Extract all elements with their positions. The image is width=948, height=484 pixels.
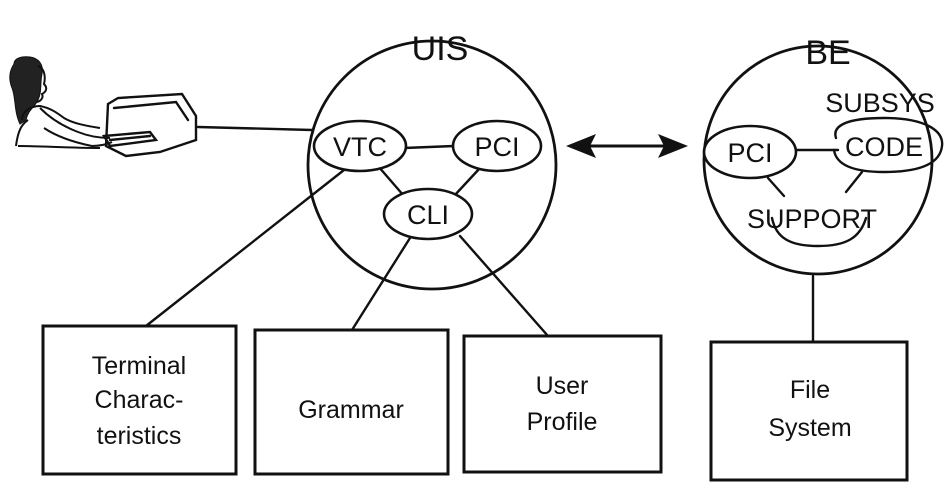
- terminal-characteristics-box: Terminal Charac- teristics: [41, 324, 238, 476]
- be-pci-support-link: [766, 176, 786, 198]
- arrowhead-right: [658, 134, 688, 158]
- file-system-label-line1: File: [790, 376, 830, 404]
- pci-cli-link: [452, 166, 482, 198]
- terminal-characteristics-rect: [41, 324, 238, 476]
- subsys-code-node: [832, 116, 944, 174]
- terminal-device: [101, 92, 198, 158]
- vtc-to-terminal-line: [144, 168, 346, 328]
- grammar-label: Grammar: [298, 396, 404, 424]
- terminal-to-vtc-line: [196, 125, 314, 132]
- arrowhead-left: [566, 134, 596, 158]
- be-circle: [702, 44, 934, 276]
- subsys-code-label-line1: SUBSYS: [825, 88, 935, 118]
- code-support-link: [844, 170, 864, 194]
- file-system-label-line2: System: [768, 414, 851, 442]
- terminal-label-line1: Terminal: [92, 352, 186, 380]
- uis-title: UIS: [412, 30, 469, 68]
- user-at-terminal-illustration: [9, 56, 198, 158]
- uis-pci-node: [451, 119, 543, 173]
- uis-pci-label: PCI: [474, 132, 519, 162]
- be-title: BE: [805, 34, 850, 72]
- vtc-label: VTC: [333, 132, 387, 162]
- grammar-box: Grammar: [253, 328, 450, 476]
- vtc-node: [312, 119, 408, 173]
- cli-to-grammar-line: [350, 236, 412, 332]
- be-pci-label: PCI: [727, 138, 772, 168]
- user-profile-label-line2: Profile: [527, 408, 598, 436]
- terminal-label-line3: teristics: [97, 422, 182, 450]
- user-profile-box: User Profile: [462, 334, 663, 474]
- be-pci-node: [702, 124, 798, 180]
- vtc-pci-link: [402, 144, 456, 150]
- grammar-rect: [253, 328, 450, 476]
- user-figure: [9, 56, 113, 149]
- cli-to-user-profile-line: [458, 234, 550, 338]
- cli-label: CLI: [407, 200, 449, 230]
- support-node: [770, 216, 868, 248]
- uis-circle: [306, 39, 558, 291]
- support-label: SUPPORT: [747, 204, 877, 234]
- terminal-label-line2: Charac-: [95, 386, 184, 414]
- subsys-code-label-line2: CODE: [845, 132, 923, 162]
- uis-be-bidirectional-arrow: [566, 134, 688, 158]
- file-system-box: File System: [709, 340, 909, 482]
- file-system-rect: [709, 340, 909, 482]
- user-profile-rect: [462, 334, 663, 474]
- vtc-cli-link: [376, 164, 406, 198]
- user-profile-label-line1: User: [536, 372, 589, 400]
- cli-node: [382, 187, 474, 241]
